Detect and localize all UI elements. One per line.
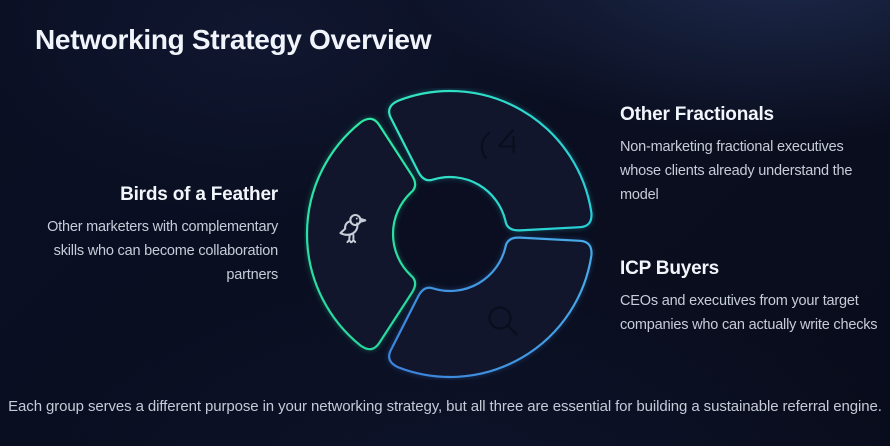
group-label-other-fractionals: Other Fractionals Non-marketing fraction… — [620, 103, 882, 207]
footer-note: Each group serves a different purpose in… — [8, 398, 882, 415]
handshake-icon — [480, 128, 517, 160]
ring-segment-icp-buyers — [388, 236, 593, 379]
group-description: Non-marketing fractional executives whos… — [620, 139, 853, 203]
ring-segment-other-fractionals — [388, 89, 593, 232]
group-heading: Other Fractionals — [620, 104, 774, 125]
group-heading: Birds of a Feather — [120, 184, 278, 205]
group-description: Other marketers with complementary skill… — [47, 219, 278, 283]
magnifier-icon — [488, 306, 518, 336]
group-description: CEOs and executives from your target com… — [620, 293, 878, 333]
ring-diagram — [305, 89, 593, 379]
bird-icon — [339, 213, 367, 244]
page-title: Networking Strategy Overview — [35, 24, 432, 55]
ring-segment-birds-of-a-feather — [305, 117, 417, 351]
group-heading: ICP Buyers — [620, 258, 720, 279]
group-label-birds-of-a-feather: Birds of a Feather Other marketers with … — [16, 183, 278, 287]
group-label-icp-buyers: ICP Buyers CEOs and executives from your… — [620, 257, 882, 337]
